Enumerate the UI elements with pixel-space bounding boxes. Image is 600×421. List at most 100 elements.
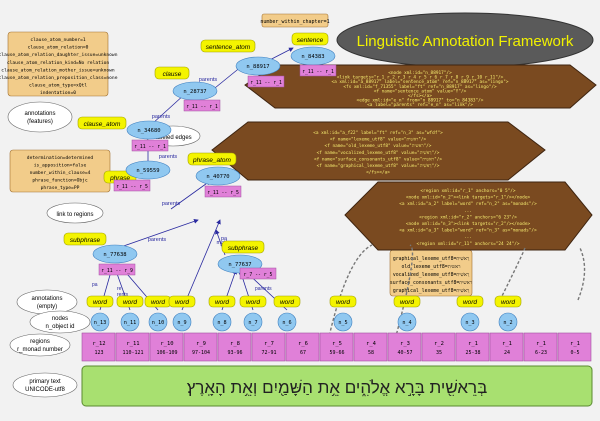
note-clause-lines-line: clause_atom_relation_mother_issue=unknow…: [1, 67, 115, 73]
word-type-text: word: [93, 299, 107, 306]
note-word-lines-line: surface_consonants_utf8=ראשית: [390, 280, 472, 286]
xml-line: <link targets="r_1 r_2 r_3 r_4 r_5 r_6 r…: [337, 75, 504, 81]
xml-line: <f name="lexeme_utf8" value="ראשית"/>: [330, 137, 427, 143]
note-clause-lines-line: clause_atom_relation_preposition_class=n…: [0, 75, 118, 81]
region-monad: 0-5: [570, 350, 579, 356]
note-clause-lines-line: indentation=0: [40, 90, 76, 96]
sentence-type-text: sentence: [297, 37, 324, 44]
word-node: [277, 312, 297, 332]
word-type-text: word: [336, 299, 350, 306]
word-node-label: n_11: [124, 320, 137, 326]
region-cell: [421, 332, 456, 362]
xml-block-mid-lines: <a xml:id="a_f22" label="ft" ref="n_3" a…: [313, 130, 443, 176]
region-n-34680-text: r_11 -- r_1: [134, 144, 166, 150]
annotations-features-line1: annotations: [24, 111, 55, 117]
xml-line: ...: [464, 209, 472, 214]
annotations-empty-line2: (empty): [37, 304, 57, 310]
nodes-bubble: [29, 310, 91, 334]
region-monad: 123: [94, 350, 103, 356]
xml-block-bottom: [344, 181, 593, 251]
edge-label: parents: [159, 154, 178, 160]
region-cell: [217, 332, 252, 362]
note-phrase-lines-line: determination=determined: [27, 155, 94, 161]
region-monad: 67: [300, 350, 306, 356]
word-node: [243, 312, 263, 332]
word-type-text: word: [400, 299, 414, 306]
note-clause-lines-line: clause_atom_relation=0: [28, 45, 89, 51]
region-id: r_1: [570, 341, 580, 347]
xml-line: <f name="graphical_lexeme_utf8" value="ר…: [317, 163, 440, 169]
note-clause-lines-line: clause_atom_relation_daughter_issue=unkn…: [0, 52, 118, 58]
xml-block-top-lines: <node xml:id="n_88917"/><link targets="r…: [331, 70, 508, 108]
regions-row: r_12123r_11110-121r_10106-109r_997-104r_…: [81, 332, 592, 362]
region-monad: 97-104: [192, 350, 210, 356]
word-node-label: n_9: [177, 320, 186, 326]
region-link: [577, 247, 586, 301]
note-chapter: [261, 13, 329, 28]
xml-line: <region xml:id="r_2" anchors="6 23"/>: [419, 214, 517, 220]
xml-line: <f name="surface_consonants_utf8" value=…: [314, 156, 442, 162]
node-n-77638: [92, 244, 138, 264]
word-type-text: word: [151, 299, 165, 306]
node-n-77637-label: n_77637: [228, 262, 251, 268]
node-n-40770: [195, 166, 241, 186]
word-node: [148, 312, 168, 332]
region-cell: [81, 332, 116, 362]
region-id: r_9: [196, 341, 206, 347]
region-id: r_3: [400, 341, 410, 347]
primary-text-line2: UNICODE-utf8: [25, 387, 65, 393]
word-node-label: n_8: [217, 320, 226, 326]
region-cell: [523, 332, 558, 362]
regions-line2: r_monad number: [17, 347, 63, 353]
primary-text-bubble: [12, 372, 78, 398]
nodes-line1: nodes: [52, 316, 68, 322]
labeled-edges-label: labeled edges: [154, 135, 191, 141]
word-type-text: word: [246, 299, 260, 306]
note-clause-lines-line: clause_atom_relation_kind=No relation: [7, 60, 110, 66]
region-cell: [251, 332, 286, 362]
link-to-regions-label: link to regions: [56, 212, 93, 218]
note-clause-lines-line: clause_atom_number=1: [30, 37, 86, 43]
word-node: [498, 312, 518, 332]
region-monad: 110-121: [122, 350, 143, 356]
edge-label: rents: [117, 292, 129, 298]
subphrase-type-label: [221, 240, 265, 254]
region-id: r_10: [160, 341, 173, 347]
region-cell: [285, 332, 320, 362]
word-node-label: n_6: [282, 320, 291, 326]
word-node: [172, 312, 192, 332]
node-n-88917: [235, 56, 281, 76]
region-n-28737-text: r_11 -- r_1: [186, 104, 218, 110]
node-n-88917-label: n_88917: [246, 64, 269, 70]
note-word-lines-line: graphical_lexeme_utf8=רֵאשִׁית: [393, 256, 470, 262]
clause-type-text: clause: [163, 71, 182, 78]
xml-line: <node xml:id="n_2"><link targets="r_1"/>…: [406, 195, 531, 201]
region-n-84383: [299, 64, 337, 77]
xml-line: <edge xml:id="e_n" from="n_88917" to="n_…: [357, 98, 484, 104]
region-id: r_1: [536, 341, 546, 347]
word-type-label: [494, 295, 522, 308]
note-chapter-text: number_within_chapter=1: [260, 19, 329, 25]
xml-line: <f name="vocalized_lexeme_utf8" value="ר…: [317, 150, 440, 156]
edge-label: parents: [152, 114, 171, 120]
annotations-features-line2: (features): [27, 119, 53, 125]
edge-label: pa: [221, 236, 228, 242]
xml-block-mid: [211, 121, 546, 181]
region-n-28737: [183, 99, 221, 112]
word-node: [120, 312, 140, 332]
note-phrase-lines-line: phrase_function=Objc: [32, 178, 88, 184]
note-word-lines-line: graphical_lexeme_utf8=רֵאשִׁית: [393, 288, 470, 294]
primary-text-line1: primary text: [29, 379, 61, 385]
clause-type-label: [154, 66, 190, 80]
node-n-84383-label: n_84383: [301, 54, 324, 60]
xml-line: </fs></a>: [408, 93, 432, 99]
node-n-59559: [125, 160, 171, 180]
region-n-59559: [113, 179, 151, 192]
sentence-type-label: [291, 32, 329, 46]
note-word-lines-line: vocalized_lexeme_utf8=רֵאשִׁית: [393, 272, 470, 278]
note-phrase-lines-line: phrase_type=PP: [41, 185, 80, 191]
word-node-label: n_10: [152, 320, 165, 326]
word-node-label: n_4: [402, 320, 411, 326]
